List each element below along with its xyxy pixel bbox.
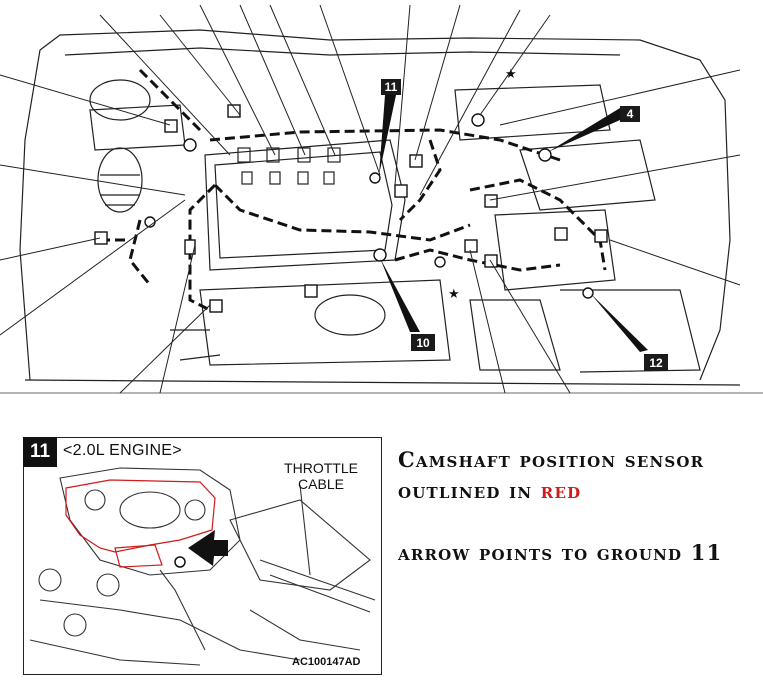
engine-outline	[0, 29, 763, 394]
svg-text:★: ★	[448, 287, 460, 302]
leader-lines	[0, 4, 741, 394]
throttle-label-line1: THROTTLE	[284, 460, 358, 476]
callout-4: 4	[620, 106, 640, 122]
inset-title: <2.0L ENGINE>	[63, 442, 182, 459]
inset-badge: 11	[23, 437, 57, 467]
svg-text:★: ★	[505, 67, 517, 82]
wiring-harness	[100, 68, 607, 312]
figure-code: AC100147AD	[292, 656, 361, 668]
connectors	[94, 104, 608, 313]
note-camshaft-sensor: Camshaft position sensor	[398, 447, 705, 472]
note-outlined-prefix: outlined in	[398, 478, 533, 503]
note-red-word: red	[540, 478, 582, 503]
note-ground-arrow: arrow points to ground 11	[398, 540, 723, 565]
callout-10: 10	[411, 334, 435, 351]
sensor-outline-red-lower	[114, 544, 163, 568]
star-marks: ★ ★	[448, 67, 517, 302]
throttle-label-line2: CABLE	[298, 476, 344, 492]
ground-arrow	[188, 530, 228, 566]
inset-drawing	[29, 467, 376, 666]
inset-frame	[23, 437, 382, 675]
callout-12: 12	[644, 354, 668, 371]
callout-11: 11	[381, 79, 401, 95]
note-outlined: outlined in red	[398, 478, 581, 503]
ground-point-icon	[174, 556, 186, 568]
sensor-outline-red	[65, 479, 216, 553]
callout-pointers	[379, 95, 648, 352]
throttle-cable-label: THROTTLE CABLE	[279, 460, 363, 492]
